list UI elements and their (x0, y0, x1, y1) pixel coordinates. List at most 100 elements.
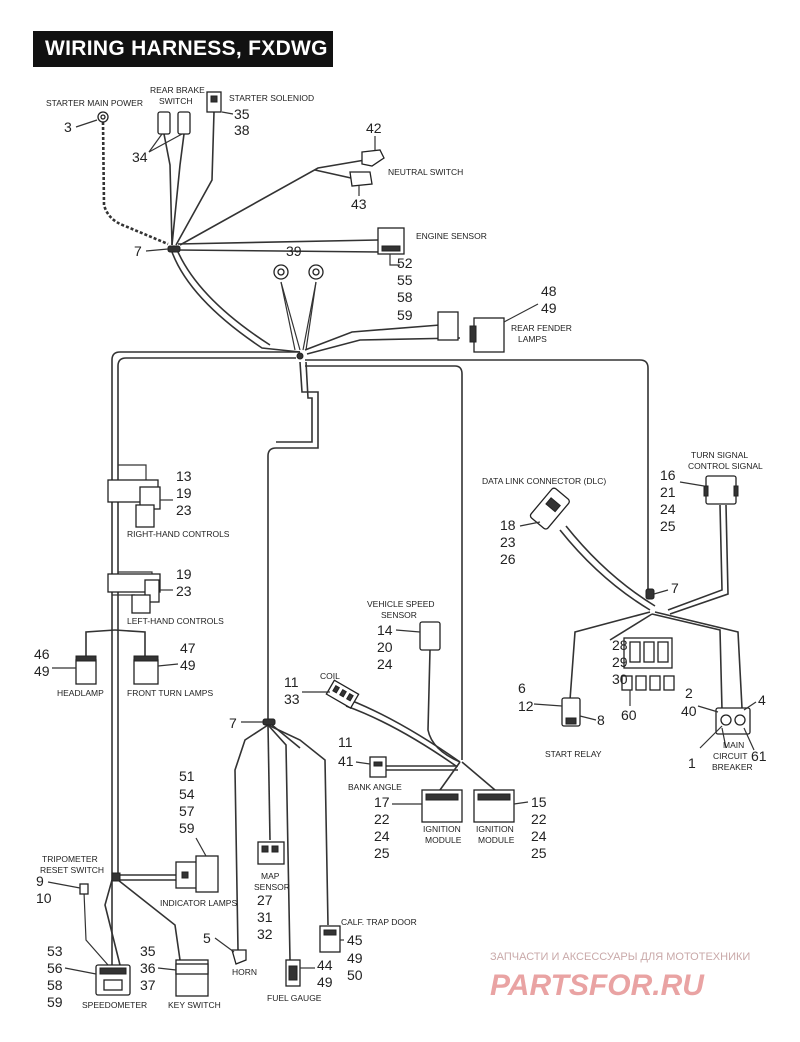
ref-turn-signal-0: 16 (660, 467, 676, 483)
ref-fuel-gauge-1: 49 (317, 974, 333, 990)
relay-block (621, 637, 675, 691)
label-tripometer-1: TRIPOMETER (42, 854, 98, 864)
label-ignition-module-b-2: MODULE (478, 835, 515, 845)
ref-headlamp-1: 49 (34, 663, 50, 679)
ref-map-sensor-0: 27 (257, 892, 273, 908)
left-hand-controls-connector (107, 573, 161, 614)
label-main-circuit-breaker-2: CIRCUIT (713, 751, 747, 761)
label-bank-angle: BANK ANGLE (348, 782, 402, 792)
ref-indicator-lamps-1: 54 (179, 786, 195, 802)
label-rear-brake-switch-1: REAR BRAKE (150, 85, 205, 95)
ref-starter-solenoid-1: 38 (234, 122, 250, 138)
ref-bank-angle-1: 41 (338, 753, 354, 769)
ref-start-relay-left-0: 6 (518, 680, 526, 696)
ref-calf-trap-door-0: 45 (347, 932, 363, 948)
label-indicator-lamps: INDICATOR LAMPS (160, 898, 237, 908)
label-calf-trap-door: CALF. TRAP DOOR (341, 917, 417, 927)
ref-clip-mid-0: 7 (229, 715, 237, 731)
ref-tripometer-0: 9 (36, 873, 44, 889)
label-turn-signal-2: CONTROL SIGNAL (688, 461, 763, 471)
ref-speedometer-0: 53 (47, 943, 63, 959)
ref-headlamp-0: 46 (34, 646, 50, 662)
ref-ignition-b-3: 25 (531, 845, 547, 861)
ref-ignition-b-0: 15 (531, 794, 547, 810)
rear-brake-switch-connector (157, 111, 191, 135)
ref-ground-39-0: 39 (286, 243, 302, 259)
clip-right (645, 588, 655, 600)
ref-neutral-switch-top-0: 42 (366, 120, 382, 136)
label-fuel-gauge: FUEL GAUGE (267, 993, 322, 1003)
speedometer-connector (95, 964, 131, 996)
ground-terminals (273, 264, 324, 280)
ref-clip-top-0: 7 (134, 243, 142, 259)
ref-breaker-right-0: 4 (758, 692, 766, 708)
ref-indicator-lamps-2: 57 (179, 803, 195, 819)
tripometer-reset-switch (79, 883, 89, 895)
ref-right-hand-controls-1: 19 (176, 485, 192, 501)
label-front-turn-lamps: FRONT TURN LAMPS (127, 688, 213, 698)
main-circuit-breaker (699, 707, 755, 751)
ref-speedometer-1: 56 (47, 960, 63, 976)
label-key-switch: KEY SWITCH (168, 1000, 221, 1010)
ref-rear-brake-switch-0: 34 (132, 149, 148, 165)
label-starter-main-power: STARTER MAIN POWER (46, 98, 143, 108)
turn-signal-control-connector (703, 475, 739, 505)
label-headlamp: HEADLAMP (57, 688, 104, 698)
ref-horn-0: 5 (203, 930, 211, 946)
watermark-line2: PARTSFOR.RU (490, 969, 705, 1002)
ref-relays-0: 28 (612, 637, 628, 653)
label-right-hand-controls: RIGHT-HAND CONTROLS (127, 529, 230, 539)
ref-tripometer-1: 10 (36, 890, 52, 906)
ref-breaker-bottom-left-0: 1 (688, 755, 696, 771)
trunk-junction (296, 352, 304, 360)
label-start-relay: START RELAY (545, 749, 602, 759)
label-engine-sensor: ENGINE SENSOR (416, 231, 487, 241)
bank-angle-sensor (369, 756, 387, 778)
ref-breaker-left-1: 40 (681, 703, 697, 719)
ref-indicator-lamps-0: 51 (179, 768, 195, 784)
engine-sensor-connector (377, 227, 405, 266)
label-rear-fender-lamps-1: REAR FENDER (511, 323, 572, 333)
ref-relays-60-0: 60 (621, 707, 637, 723)
ref-speedometer-2: 58 (47, 977, 63, 993)
label-neutral-switch: NEUTRAL SWITCH (388, 167, 463, 177)
ref-starter-main-power-0: 3 (64, 119, 72, 135)
ref-calf-trap-door-1: 49 (347, 950, 363, 966)
indicator-lamps-connector (175, 855, 219, 893)
ref-start-relay-left-1: 12 (518, 698, 534, 714)
ref-rear-fender-lamps-0: 48 (541, 283, 557, 299)
label-map-sensor-1: MAP (261, 871, 280, 881)
key-switch (175, 959, 209, 997)
ref-vss-0: 14 (377, 622, 393, 638)
ref-coil-0: 11 (284, 674, 299, 690)
label-ignition-module-a-2: MODULE (425, 835, 462, 845)
ref-ignition-a-0: 17 (374, 794, 390, 810)
horn-connector (231, 949, 247, 965)
watermark-line1: ЗАПЧАСТИ И АКСЕССУАРЫ ДЛЯ МОТОТЕХНИКИ (490, 951, 750, 963)
label-main-circuit-breaker-1: MAIN (723, 740, 744, 750)
ref-ignition-b-1: 22 (531, 811, 547, 827)
starter-solenoid-connector (206, 91, 222, 113)
data-link-connector (529, 487, 570, 530)
ref-map-sensor-2: 32 (257, 926, 273, 942)
label-starter-solenoid: STARTER SOLENIOD (229, 93, 314, 103)
map-sensor-connector (257, 841, 285, 865)
ref-breaker-bottom-right-0: 61 (751, 748, 767, 764)
label-coil: COIL (320, 671, 340, 681)
coil-connector (325, 679, 360, 709)
calf-trap-door-connector (319, 925, 341, 953)
label-data-link-connector: DATA LINK CONNECTOR (DLC) (482, 476, 606, 486)
ref-dlc-0: 18 (500, 517, 516, 533)
front-turn-lamps-connector (133, 655, 159, 685)
ref-coil-1: 33 (284, 691, 300, 707)
fuel-gauge-connector (285, 959, 301, 987)
label-main-circuit-breaker-3: BREAKER (712, 762, 753, 772)
ref-ignition-a-1: 22 (374, 811, 390, 827)
headlamp-connector (75, 655, 97, 685)
ref-engine-sensor-0: 52 (397, 255, 413, 271)
label-rear-brake-switch-2: SWITCH (159, 96, 193, 106)
ref-engine-sensor-3: 59 (397, 307, 413, 323)
ignition-module-b (473, 789, 515, 823)
ref-ignition-a-2: 24 (374, 828, 390, 844)
label-turn-signal-1: TURN SIGNAL (691, 450, 748, 460)
